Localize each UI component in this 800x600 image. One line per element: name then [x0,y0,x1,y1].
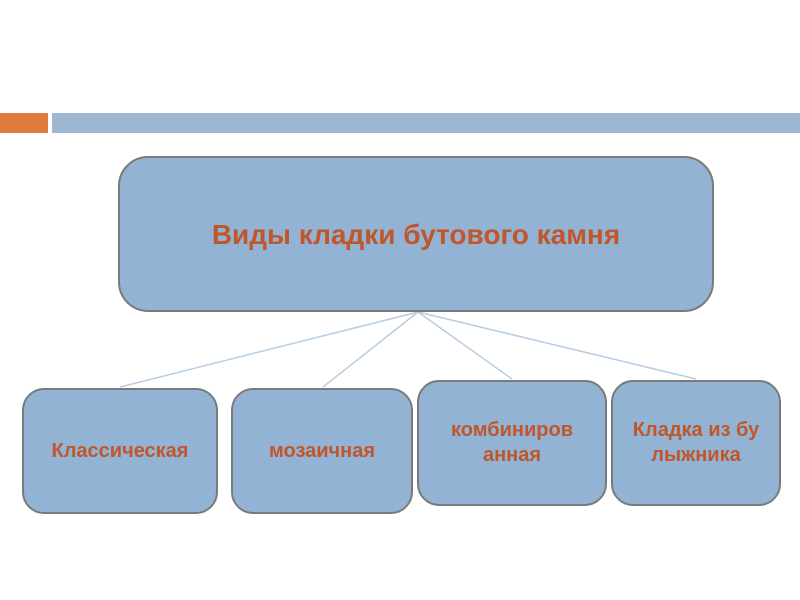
child-node-label: Классическая [51,439,189,462]
child-node-label: мозаичная [268,439,376,462]
root-node[interactable]: Виды кладки бутового камня [118,156,714,312]
child-node-mosaic[interactable]: мозаичная [231,388,413,514]
connector-2 [322,311,419,388]
child-node-label: комбинированная [451,419,573,466]
root-node-label: Виды кладки бутового камня [211,218,621,250]
child-node-classic[interactable]: Классическая [22,388,218,514]
connector-4 [417,311,697,380]
child-node-cobblestone[interactable]: Кладка из булыжника [611,380,781,506]
connector-1 [119,311,419,388]
child-node-combined[interactable]: комбинированная [417,380,607,506]
title-accent-orange [0,113,48,133]
title-accent-blue [52,113,800,133]
connector-3 [417,311,513,380]
child-node-label: Кладка из булыжника [632,419,760,466]
